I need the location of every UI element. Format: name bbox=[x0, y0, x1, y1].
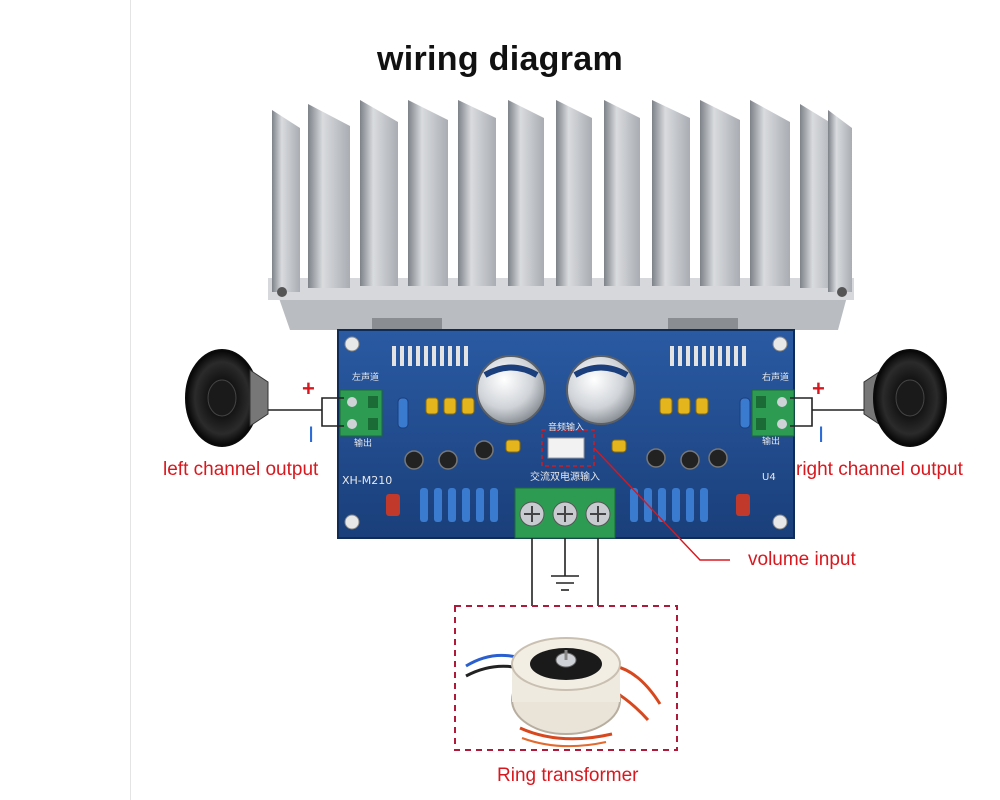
right-plus-sign: + bbox=[812, 376, 825, 401]
left-minus-sign: I bbox=[308, 422, 315, 447]
left-channel-output-label: left channel output bbox=[163, 459, 319, 480]
left-plus-sign: + bbox=[302, 376, 315, 401]
right-output-terminal bbox=[751, 389, 795, 437]
board-u4-text: U4 bbox=[762, 472, 776, 483]
speaker-wires bbox=[268, 397, 864, 427]
board-right-output-text: 输出 bbox=[762, 435, 780, 447]
power-input-terminal bbox=[514, 487, 616, 539]
board-left-channel-text: 左声道 bbox=[352, 371, 379, 383]
transformer-dashed-frame bbox=[454, 605, 678, 751]
heatsink bbox=[268, 100, 854, 336]
page-divider-line bbox=[130, 0, 131, 800]
ground-icon bbox=[551, 575, 579, 591]
right-channel-output-label: right channel output bbox=[796, 459, 963, 480]
left-output-terminal bbox=[339, 389, 383, 437]
right-minus-sign: I bbox=[818, 422, 825, 447]
diagram-title: wiring diagram bbox=[376, 40, 624, 78]
board-audio-input-text: 音频输入 bbox=[548, 421, 584, 433]
volume-input-label: volume input bbox=[748, 549, 856, 570]
left-speaker-image bbox=[185, 349, 269, 447]
ring-transformer-label: Ring transformer bbox=[497, 765, 639, 786]
ring-transformer-image bbox=[465, 637, 662, 748]
board-right-channel-text: 右声道 bbox=[762, 371, 789, 383]
board-power-input-text: 交流双电源输入 bbox=[530, 470, 600, 483]
volume-input-leader-line bbox=[593, 447, 730, 561]
power-wires bbox=[531, 538, 599, 606]
right-speaker-image bbox=[863, 349, 947, 447]
board-left-output-text: 输出 bbox=[354, 437, 372, 449]
board-model-text: XH-M210 bbox=[342, 474, 392, 487]
